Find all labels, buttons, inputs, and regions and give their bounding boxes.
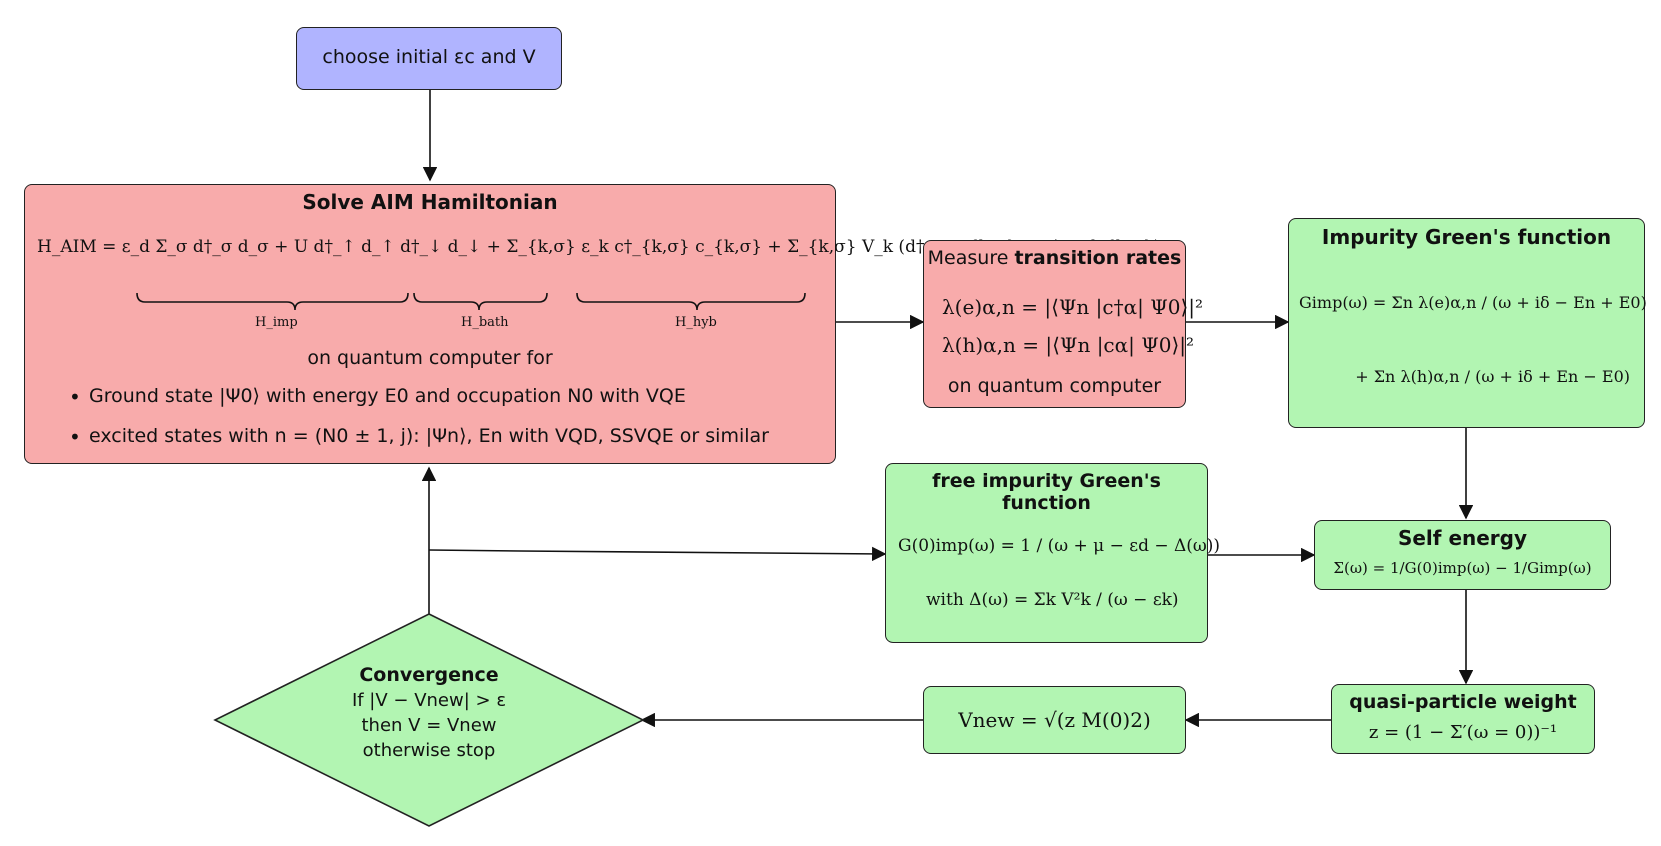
v-new-equation: Vnew = √(z M(0)2): [958, 708, 1151, 732]
free-equation-line2: with Δ(ω) = Σk V²k / (ω − εk): [926, 590, 1179, 610]
rates-title-bold: transition rates: [1014, 247, 1182, 269]
aim-hamiltonian-equation: H_AIM = ε_d Σ_σ d†_σ d_σ + U d†_↑ d_↑ d†…: [37, 237, 1161, 257]
arrow-loop-to-free: [428, 546, 887, 562]
free-equation-line1: G(0)imp(ω) = 1 / (ω + μ − εd − Δ(ω)): [898, 536, 1221, 556]
free-impurity-greens-function-box: free impurity Green's function G(0)imp(ω…: [885, 463, 1220, 643]
brace-imp: [136, 292, 409, 311]
convergence-title: Convergence: [359, 664, 499, 686]
electron-rate-equation: λ(e)α,n = |⟨Ψn |c†α| Ψ0⟩|²: [942, 295, 1204, 319]
self-energy-title: Self energy: [1397, 526, 1528, 550]
brace-label-hyb: H_hyb: [675, 315, 717, 330]
aim-state-list: Ground state |Ψ0⟩ with energy E0 and occ…: [65, 385, 769, 449]
convergence-label-group: Convergence If |V − Vnew| > ε then V = V…: [315, 664, 543, 761]
rates-box-title: Measure transition rates: [924, 247, 1185, 269]
aim-underbraces: [136, 292, 806, 311]
free-box-title: free impurity Green's function: [932, 470, 1161, 514]
rates-title-prefix: Measure: [927, 247, 1015, 269]
qp-weight-title: quasi-particle weight: [1349, 691, 1577, 713]
self-energy-box: Self energy Σ(ω) = 1/G(0)imp(ω) − 1/Gimp…: [1314, 520, 1611, 590]
aim-subtitle: on quantum computer for: [307, 347, 553, 369]
excited-states-item: excited states with n = (N0 ± 1, j): |Ψn…: [65, 425, 769, 449]
brace-label-bath: H_bath: [461, 315, 509, 330]
convergence-stop: otherwise stop: [362, 740, 496, 761]
self-energy-equation: Σ(ω) = 1/G(0)imp(ω) − 1/Gimp(ω): [1333, 559, 1592, 577]
start-box: choose initial εc and V: [296, 27, 562, 90]
brace-hyb: [576, 292, 806, 311]
v-new-box: Vnew = √(z M(0)2): [923, 686, 1186, 754]
quasi-particle-weight-box: quasi-particle weight z = (1 − Σ′(ω = 0)…: [1331, 684, 1595, 754]
aim-hamiltonian-box: Solve AIM Hamiltonian H_AIM = ε_d Σ_σ d†…: [24, 184, 1160, 464]
convergence-diamond: [213, 613, 645, 827]
transition-rates-box: Measure transition rates λ(e)α,n = |⟨Ψn …: [923, 240, 1203, 408]
ground-state-item: Ground state |Ψ0⟩ with energy E0 and occ…: [65, 385, 769, 409]
convergence-condition: If |V − Vnew| > ε: [351, 690, 507, 711]
impurity-greens-function-box: Impurity Green's function Gimp(ω) = Σn λ…: [1288, 218, 1647, 428]
rates-box-footer: on quantum computer: [947, 375, 1162, 397]
aim-box-title: Solve AIM Hamiltonian: [302, 190, 558, 214]
convergence-update: then V = Vnew: [361, 715, 497, 736]
start-box-label: choose initial εc and V: [322, 46, 536, 68]
brace-label-imp: H_imp: [255, 315, 298, 330]
imp-box-title: Impurity Green's function: [1321, 225, 1612, 249]
brace-bath: [413, 292, 548, 311]
imp-equation-line2: + Σn λ(h)α,n / (ω + iδ + En − E0): [1355, 367, 1630, 386]
qp-weight-equation: z = (1 − Σ′(ω = 0))⁻¹: [1368, 722, 1558, 743]
hole-rate-equation: λ(h)α,n = |⟨Ψn |cα| Ψ0⟩|²: [942, 333, 1195, 357]
imp-equation-line1: Gimp(ω) = Σn λ(e)α,n / (ω + iδ − En + E0…: [1299, 293, 1647, 312]
